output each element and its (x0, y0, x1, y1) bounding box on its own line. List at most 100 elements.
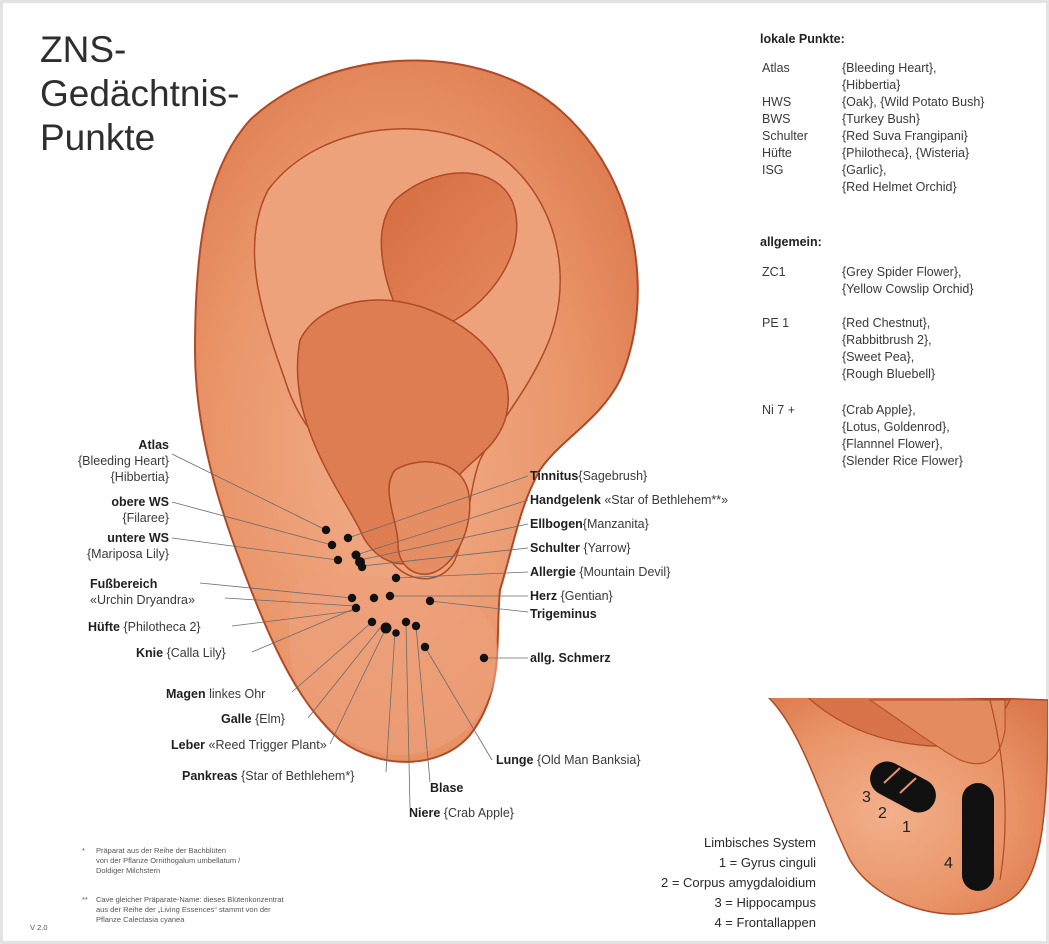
label-name: obere WS (111, 495, 169, 509)
list-item-key: Ni 7 + (762, 402, 795, 419)
list-item-key: Schulter (762, 128, 808, 145)
label-rest: «Star of Bethlehem**» (604, 493, 728, 507)
label-rest: {Sagebrush} (578, 469, 647, 483)
list-item-key: BWS (762, 111, 790, 128)
list-item-value: {Slender Rice Flower} (842, 453, 963, 470)
limbic-legend: Limbisches System 1 = Gyrus cinguli 2 = … (661, 833, 816, 933)
label-sub: {Filaree} (111, 510, 169, 526)
list-item: Ni 7 + {Crab Apple},{Lotus, Goldenrod},{… (760, 402, 963, 470)
list-item: ISG {Garlic},{Red Helmet Orchid} (760, 162, 984, 196)
footnote-line: Präparat aus der Reihe der Bachblüten (96, 846, 240, 856)
label-rest: linkes Ohr (209, 687, 265, 701)
footnote-line: von der Pflanze Ornithogalum umbellatum … (96, 856, 240, 866)
footnote-1: * Präparat aus der Reihe der Bachblüten … (96, 846, 240, 876)
label-pankreas: Pankreas {Star of Bethlehem*} (182, 768, 354, 784)
label-name: untere WS (107, 531, 169, 545)
label-name: Fußbereich (90, 577, 157, 591)
label-galle: Galle {Elm} (221, 711, 285, 727)
allgemein-panel: allgemein: (760, 235, 822, 249)
point-fussbereich (348, 594, 356, 602)
footnote-mark: ** (82, 895, 88, 905)
list-item: PE 1 {Red Chestnut},{Rabbitbrush 2},{Swe… (760, 315, 935, 383)
footnote-line: Cave gleicher Präparate-Name: dieses Blü… (96, 895, 284, 905)
footnote-line: Pflanze Calectasia cyanea (96, 915, 284, 925)
label-name: Blase (430, 781, 463, 795)
point-extra (370, 594, 378, 602)
limbic-item: 1 = Gyrus cinguli (661, 853, 816, 873)
point-magen (368, 618, 376, 626)
label-huefte: Hüfte {Philotheca 2} (88, 619, 201, 635)
label-name: Hüfte (88, 620, 120, 634)
limbic-heading: Limbisches System (661, 833, 816, 853)
list-item-value: {Yellow Cowslip Orchid} (842, 281, 974, 298)
list-item-key: PE 1 (762, 315, 789, 332)
label-name: Lunge (496, 753, 534, 767)
point-atlas (322, 526, 330, 534)
label-rest: {Manzanita} (583, 517, 649, 531)
allgemein-item-pe1: PE 1 {Red Chestnut},{Rabbitbrush 2},{Swe… (760, 315, 935, 383)
point-lunge (421, 643, 429, 651)
label-rest: {Old Man Banksia} (537, 753, 641, 767)
list-item-value: {Grey Spider Flower}, (842, 264, 974, 281)
label-fussbereich: Fußbereich «Urchin Dryandra» (90, 576, 195, 608)
label-name: Ellbogen (530, 517, 583, 531)
label-ellbogen: Ellbogen{Manzanita} (530, 516, 649, 532)
point-untere-ws (334, 556, 342, 564)
point-blase (412, 622, 420, 630)
footnote-line: aus der Reihe der „Living Essences“ stam… (96, 905, 284, 915)
point-schulter (358, 563, 366, 571)
label-rest: {Elm} (255, 712, 285, 726)
allgemein-heading: allgemein: (760, 235, 822, 249)
label-handgelenk: Handgelenk «Star of Bethlehem**» (530, 492, 728, 508)
label-atlas: Atlas {Bleeding Heart} {Hibbertia} (78, 437, 169, 485)
label-sub: {Mariposa Lily} (87, 546, 169, 562)
label-rest: {Crab Apple} (444, 806, 514, 820)
label-name: Allergie (530, 565, 576, 579)
limbic-bar-frontallappen (962, 783, 994, 891)
list-item: ZC1 {Grey Spider Flower},{Yellow Cowslip… (760, 264, 974, 298)
list-item-value: {Oak}, {Wild Potato Bush} (842, 94, 984, 111)
point-pankreas (392, 629, 400, 637)
allgemein-item-zc1: ZC1 {Grey Spider Flower},{Yellow Cowslip… (760, 264, 974, 298)
label-tinnitus: Tinnitus{Sagebrush} (530, 468, 647, 484)
title-line-3: Punkte (40, 116, 300, 160)
point-niere (402, 618, 410, 626)
label-sub: {Hibbertia} (78, 469, 169, 485)
label-niere: Niere {Crab Apple} (409, 805, 514, 821)
label-sub: {Bleeding Heart} (78, 453, 169, 469)
list-item-value: {Flannnel Flower}, (842, 436, 963, 453)
label-name: allg. Schmerz (530, 651, 611, 665)
list-item: HWS {Oak}, {Wild Potato Bush} (760, 94, 984, 111)
label-name: Handgelenk (530, 493, 601, 507)
lokale-heading: lokale Punkte: (760, 32, 845, 46)
limbic-marker-3: 3 (862, 790, 871, 806)
footnote-2: ** Cave gleicher Präparate-Name: dieses … (96, 895, 284, 925)
label-trigeminus: Trigeminus (530, 606, 597, 622)
list-item-key: Hüfte (762, 145, 792, 162)
label-name: Galle (221, 712, 252, 726)
limbic-marker-4: 4 (944, 856, 953, 872)
label-rest: {Mountain Devil} (579, 565, 670, 579)
footnote-mark: * (82, 846, 85, 856)
label-herz: Herz {Gentian} (530, 588, 613, 604)
list-item: BWS {Turkey Bush} (760, 111, 984, 128)
title-line-2: Gedächtnis- (40, 72, 300, 116)
point-herz (386, 592, 394, 600)
label-name: Herz (530, 589, 557, 603)
label-name: Magen (166, 687, 206, 701)
label-rest: {Star of Bethlehem*} (241, 769, 354, 783)
limbic-item: 4 = Frontallappen (661, 913, 816, 933)
page-title: ZNS- Gedächtnis- Punkte (40, 28, 300, 160)
allgemein-item-ni7: Ni 7 + {Crab Apple},{Lotus, Goldenrod},{… (760, 402, 963, 470)
label-rest: «Reed Trigger Plant» (209, 738, 327, 752)
label-blase: Blase (430, 780, 463, 796)
list-item-value: {Red Helmet Orchid} (842, 179, 984, 196)
title-line-1: ZNS- (40, 28, 300, 72)
lokale-list: Atlas {Bleeding Heart},{Hibbertia} HWS {… (760, 60, 984, 196)
list-item-value: {Philotheca}, {Wisteria} (842, 145, 984, 162)
list-item-value: {Lotus, Goldenrod}, (842, 419, 963, 436)
list-item-value: {Garlic}, (842, 162, 984, 179)
list-item-value: {Turkey Bush} (842, 111, 984, 128)
point-huefte (352, 604, 360, 612)
ear-lobe (289, 575, 498, 755)
